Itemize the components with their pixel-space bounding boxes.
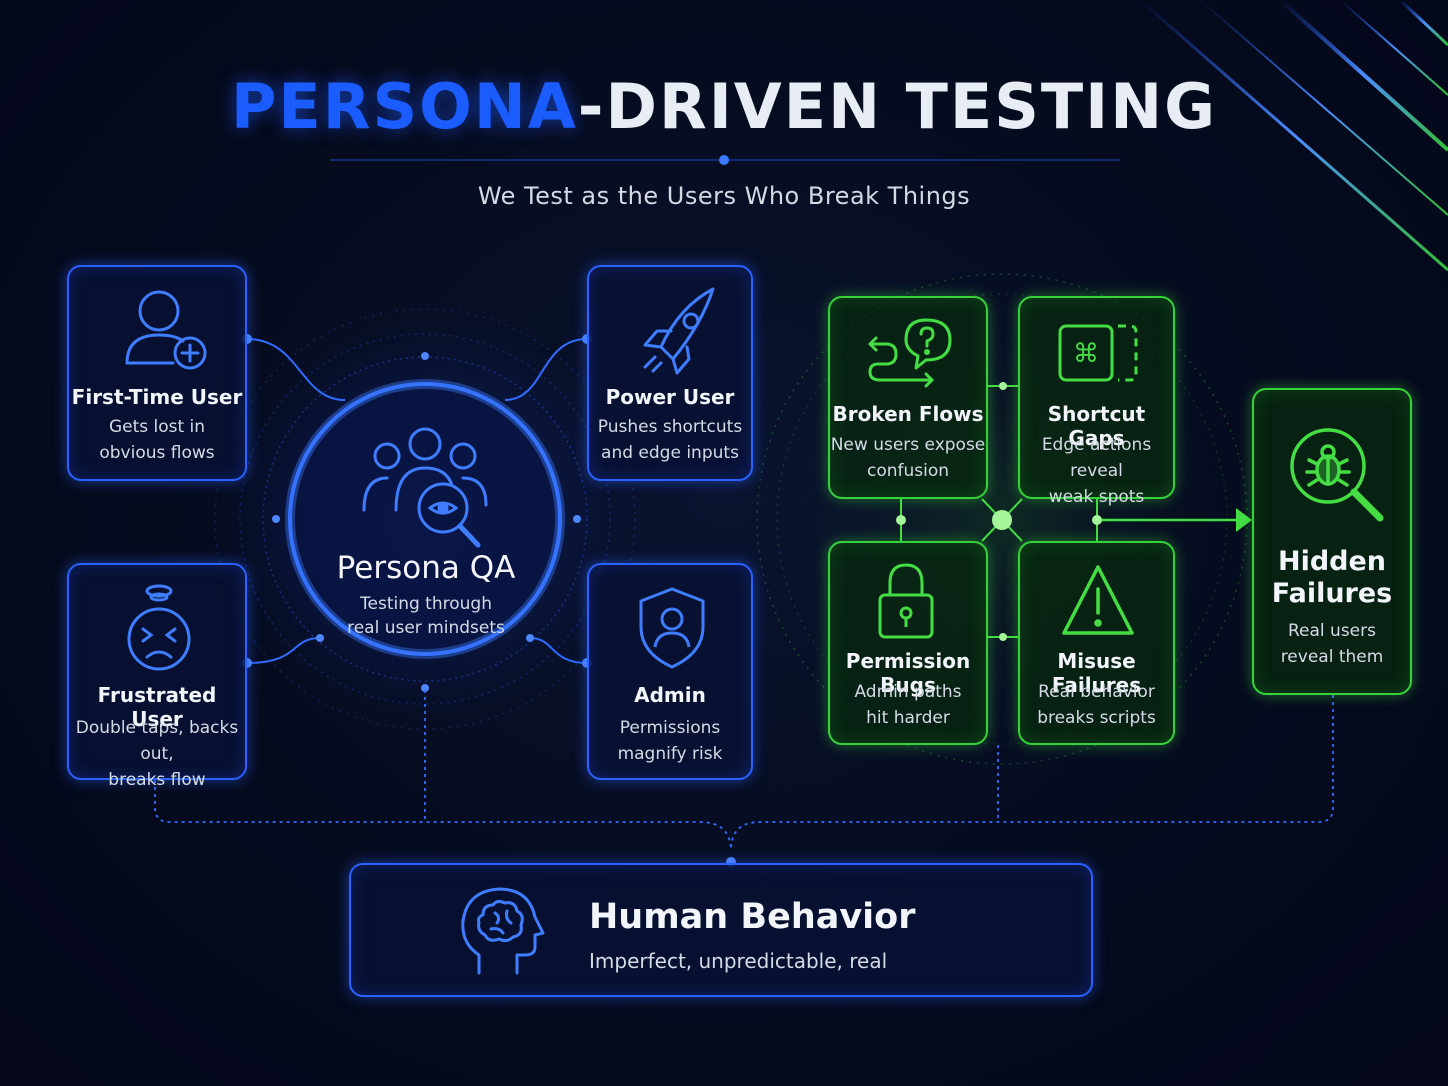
persona-title: Admin: [634, 683, 706, 707]
command-key-icon: ⌘: [1058, 324, 1138, 382]
failure-desc-line2: hit harder: [866, 708, 950, 728]
failure-title: Broken Flows: [832, 402, 984, 426]
persona-desc-line2: and edge inputs: [601, 443, 739, 463]
failure-description: Edge actions reveal weak spots: [1020, 432, 1173, 510]
hub-desc-line2: real user mindsets: [347, 618, 505, 638]
result-card-hidden-failures: Hidden Failures Real users reveal them: [1252, 388, 1412, 695]
persona-description: Gets lost in obvious flows: [69, 414, 245, 466]
persona-description: Pushes shortcuts and edge inputs: [589, 414, 751, 466]
footer-description: Imperfect, unpredictable, real: [589, 949, 888, 973]
page-title: PERSONA-DRIVEN TESTING: [0, 70, 1448, 143]
failure-desc-line1: Edge actions reveal: [1041, 435, 1152, 481]
corner-streaks: [1139, 0, 1448, 272]
persona-card-admin: Admin Permissions magnify risk: [587, 563, 753, 780]
persona-desc-line2: breaks flow: [108, 770, 206, 790]
hub-title: Persona QA: [336, 550, 516, 586]
warning-icon: [1062, 565, 1134, 635]
persona-desc-line1: Permissions: [619, 718, 721, 738]
persona-desc-line2: magnify risk: [617, 744, 723, 764]
title-underline: [330, 155, 1120, 165]
failure-desc-line2: confusion: [866, 461, 950, 481]
result-desc-line1: Real users: [1288, 621, 1376, 641]
failure-desc-line1: New users expose: [830, 435, 986, 455]
failure-card-broken-flows: Broken Flows New users expose confusion: [828, 296, 988, 499]
footer-card-human-behavior: Human Behavior Imperfect, unpredictable,…: [349, 863, 1093, 997]
persona-title: Frustrated User: [97, 683, 217, 731]
footer-title: Human Behavior: [589, 897, 916, 937]
shield-user-icon: [639, 587, 705, 669]
failure-description: Admin paths hit harder: [830, 679, 986, 731]
result-title-line2: Failures: [1271, 578, 1393, 609]
group-search-icon: [362, 427, 488, 548]
result-description: Real users reveal them: [1254, 618, 1410, 670]
page-subtitle: We Test as the Users Who Break Things: [477, 182, 971, 210]
result-title-line1: Hidden: [1277, 546, 1387, 577]
failure-title: Permission Bugs: [845, 649, 971, 697]
persona-card-first-time-user: First-Time User Gets lost in obvious flo…: [67, 265, 247, 481]
persona-desc-line2: obvious flows: [99, 443, 215, 463]
persona-desc-line1: Pushes shortcuts: [597, 417, 743, 437]
hub-desc-line1: Testing through: [360, 594, 492, 614]
user-plus-icon: [125, 290, 207, 370]
failure-desc-line2: weak spots: [1048, 487, 1145, 507]
failure-desc-line2: breaks scripts: [1037, 708, 1156, 728]
persona-desc-line1: Gets lost in: [108, 417, 206, 437]
persona-desc-line1: Double taps, backs out,: [75, 718, 239, 764]
failure-card-shortcut-gaps: ⌘ Shortcut Gaps Edge actions reveal weak…: [1018, 296, 1175, 507]
title-accent: PERSONA: [230, 70, 578, 143]
persona-card-frustrated-user: Frustrated User Double taps, backs out, …: [67, 563, 247, 790]
footer-connectors: [154, 690, 1334, 851]
result-title: Hidden Failures: [1254, 546, 1410, 610]
bug-search-icon: [1290, 428, 1384, 522]
hub-description: Testing through real user mindsets: [290, 592, 562, 640]
question-flow-icon: [868, 318, 952, 388]
failure-card-permission-bugs: Permission Bugs Admin paths hit harder: [828, 541, 988, 745]
persona-description: Permissions magnify risk: [589, 715, 751, 767]
failure-description: New users expose confusion: [830, 432, 986, 484]
failure-card-misuse-failures: Misuse Failures Real behavior breaks scr…: [1018, 541, 1175, 745]
failure-title: Shortcut Gaps: [1047, 402, 1146, 450]
failure-desc-line1: Admin paths: [854, 682, 962, 702]
brain-head-icon: [461, 887, 545, 975]
persona-title: First-Time User: [71, 385, 243, 409]
persona-title: Power User: [605, 385, 735, 409]
persona-card-power-user: Power User Pushes shortcuts and edge inp…: [587, 265, 753, 481]
failure-title: Misuse Failures: [1051, 649, 1142, 697]
arrow-head: [1236, 508, 1252, 532]
frustrated-face-icon: [127, 584, 191, 671]
failure-connector-dots: [896, 382, 1102, 641]
result-desc-line2: reveal them: [1280, 647, 1384, 667]
title-rest: -DRIVEN TESTING: [577, 70, 1218, 143]
svg-text:⌘: ⌘: [1073, 339, 1099, 369]
failure-description: Real behavior breaks scripts: [1020, 679, 1173, 731]
persona-description: Double taps, backs out, breaks flow: [69, 715, 245, 793]
persona-connectors: [246, 338, 588, 664]
failure-desc-line1: Real behavior: [1038, 682, 1155, 702]
rocket-icon: [643, 287, 715, 375]
lock-icon: [878, 563, 934, 639]
